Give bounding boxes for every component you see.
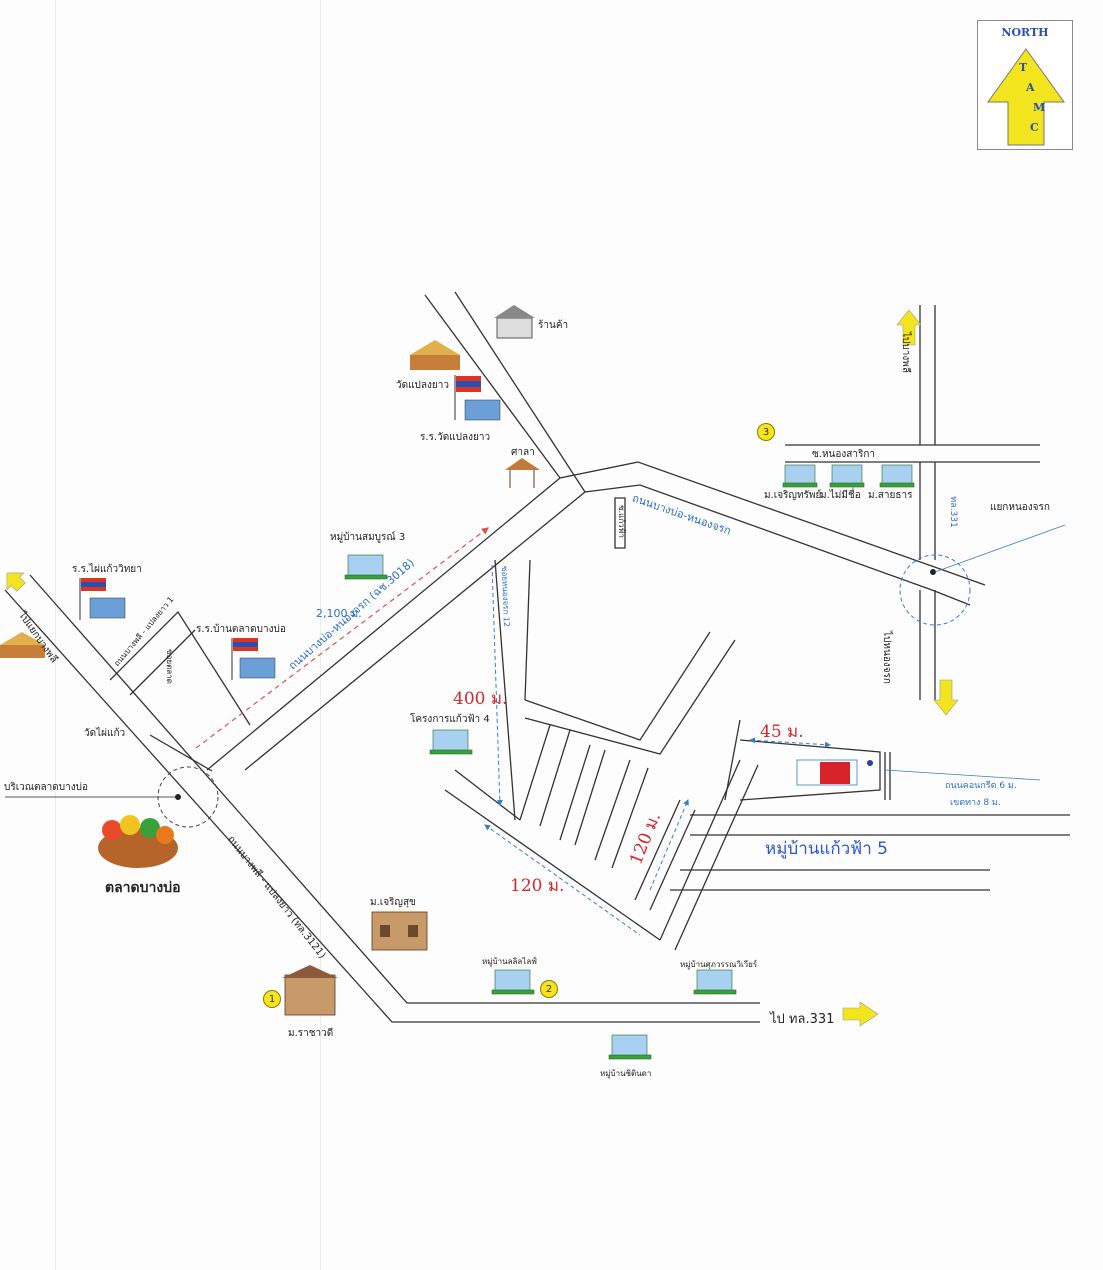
label-shop: ร้านค้า [538,320,569,331]
north-indicator: NORTH T A M C [977,20,1073,150]
label-maimi: ม.ไม่มีชื่อ [820,490,861,501]
label-soi-nong-sarika: ซ.หนองสาริกา [812,449,876,460]
distance-2100: 2,100 ม. [316,607,362,620]
label-kaeo-fa-5: หมู่บ้านแก้วฟ้า 5 [765,839,888,859]
plot-marker [820,762,850,784]
label-shoulder-note: เขตทาง 8 ม. [950,798,1001,808]
label-kaeo-fa-4: โครงการแก้วฟ้า 4 [410,714,490,725]
route-2100 [195,527,489,749]
road-331 [919,305,936,700]
label-saichai: ม.สายธาร [868,490,913,501]
compass-letter-c: C [1030,121,1039,134]
compass-letter-m: M [1033,101,1046,114]
marker-1: 1 [263,990,281,1008]
house-icon [344,464,915,1060]
label-wat-plaeng-yao: วัดแปลงยาว [396,380,450,391]
label-market: ตลาดบางบ่อ [105,880,181,896]
label-concrete-note: ถนนคอนกรีต 6 ม. [945,781,1017,791]
townhouse-icon [282,911,428,1016]
road-bangbo-nongchok [206,461,986,771]
label-village-somboon: หมู่บ้านสมบูรณ์ 3 [330,532,406,543]
sala-icon [505,458,540,488]
label-sala: ศาลา [511,447,535,458]
label-soi-road: ซอยตลาด [164,649,174,684]
north-label: NORTH [1001,26,1049,39]
label-village-chittinda: หมู่บ้านชิตินดา [600,1069,652,1078]
north-arrow-icon [987,48,1065,146]
label-to-331: ไป ทล.331 [770,1012,835,1027]
label-soi-kaeo-fa: ซ.แก้วฟ้า [616,505,626,538]
label-wat-phai-kaeo: วัดไผ่แก้ว [84,728,126,739]
temple-icon [0,340,460,658]
compass-letter-t: T [1019,61,1028,74]
label-school-phai-kaeo: ร.ร.ไผ่แก้ววิทยา [72,564,142,575]
label-to-bang-pla: ไปบางพลี [899,332,911,373]
flag-school-icon [79,375,501,680]
direction-arrows [6,309,959,1027]
label-school-wat-plaeng-yao: ร.ร.วัดแปลงยาว [420,432,491,443]
road-bangphli-plaengyao [4,589,760,1023]
label-charoensuk: ม.เจริญสุข [370,897,416,908]
label-soi-kaeo-fa-12: ซอยหนองจรก 12 [499,565,512,628]
label-market-area: บริเวณตลาดบางบ่อ [4,782,88,793]
label-rachawadi: ม.ราชาวดี [288,1028,334,1039]
label-road-331: ทล.331 [947,496,958,528]
shop-icon [494,305,535,339]
label-to-nong-chok: ไปหนองจรก [880,631,892,684]
distance-400: 400 ม. [453,689,508,709]
distance-45: 45 ม. [760,722,804,742]
label-village-lasin: หมู่บ้านลลิลไลฟ์ [482,957,537,966]
label-village-supphawan: หมู่บ้านศุภวรรณวิเวียร์ [680,960,758,969]
marker-3: 3 [757,423,775,441]
label-charoensap: ม.เจริญทรัพย์ [764,490,822,501]
marker-2: 2 [540,980,558,998]
compass-letter-a: A [1026,81,1035,94]
market-basket-icon [98,815,178,868]
label-junction-nong-chok: แยกหนองจรก [990,502,1050,513]
distance-120-a: 120 ม. [510,876,565,896]
label-school-ban-talat: ร.ร.บ้านตลาดบางบ่อ [196,624,286,635]
